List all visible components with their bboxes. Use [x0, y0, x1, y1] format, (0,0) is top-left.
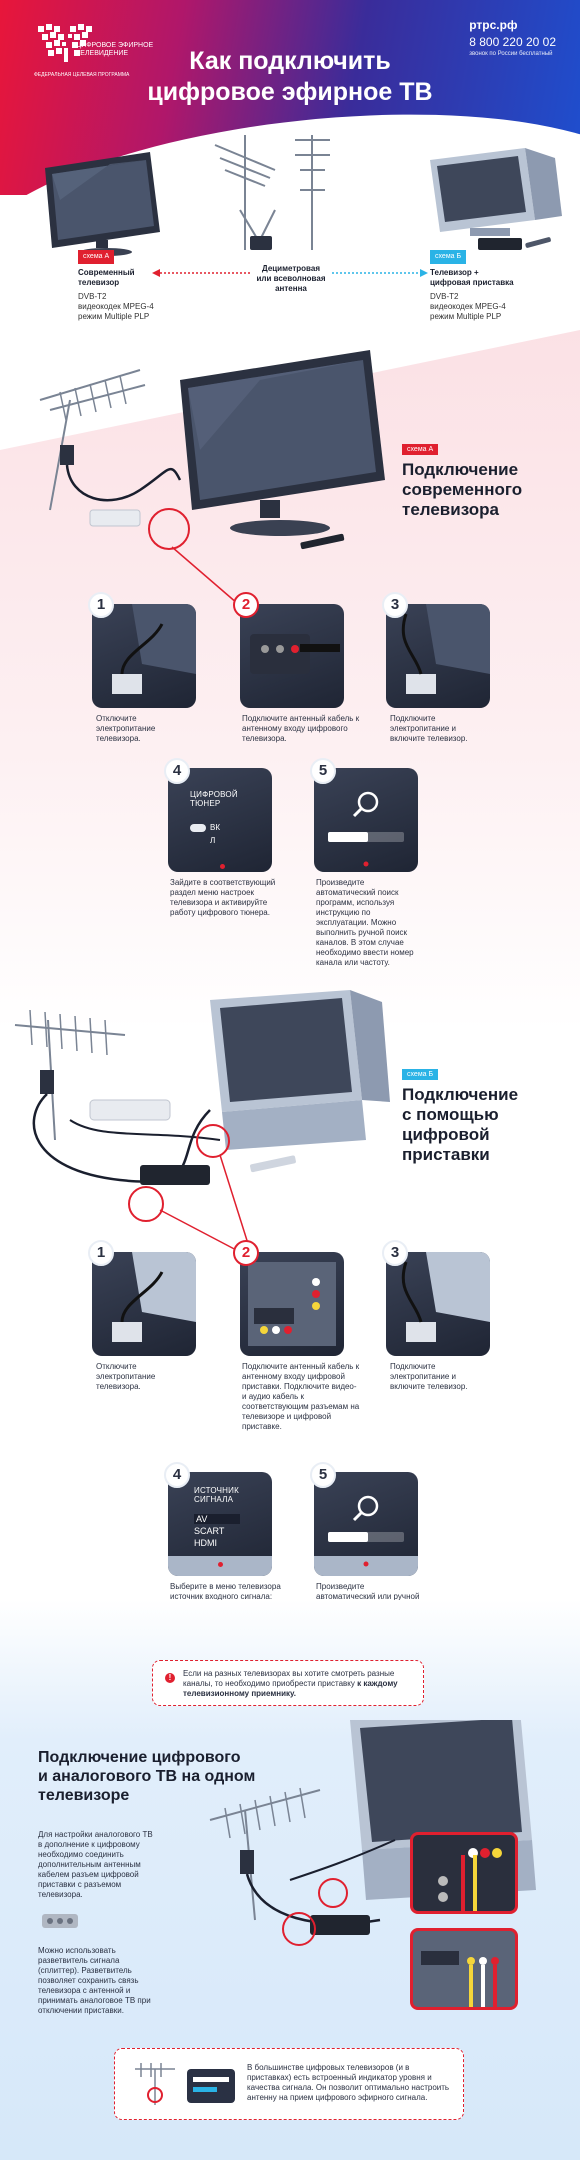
tuner-on-label: ВК	[210, 823, 220, 832]
zoom-line	[171, 546, 246, 611]
highlight-circle-box	[128, 1186, 164, 1222]
step-b1-card	[92, 1252, 196, 1356]
zoom-lines-b	[159, 1154, 251, 1253]
set-top-box	[310, 1915, 370, 1935]
section-c-para1: Для настройки аналогового ТВ в дополнени…	[38, 1830, 153, 1899]
step-b3-card	[386, 1252, 490, 1356]
crt-tv-large	[210, 990, 390, 1150]
tuner-off-label: Л	[210, 836, 216, 845]
power-led	[218, 1562, 223, 1567]
search-icon	[328, 791, 404, 867]
source-option-hdmi[interactable]: HDMI	[194, 1538, 217, 1548]
scheme-b-badge: схема Б	[430, 250, 467, 264]
contact-block: ртрс.рф 8 800 220 20 02 звонок по России…	[469, 18, 556, 57]
step-a4-card: ЦИФРОВОЙ ТЮНЕР ВК Л	[168, 768, 272, 872]
site-link[interactable]: ртрс.рф	[469, 18, 518, 32]
step-a1-card	[92, 604, 196, 708]
search-icon	[314, 1495, 418, 1576]
hotline-phone: 8 800 220 20 02	[469, 35, 556, 49]
remote-control	[250, 1155, 296, 1173]
highlight-circle-c2	[282, 1912, 316, 1946]
dotted-arrow-right	[332, 269, 428, 277]
top-illustration	[45, 135, 562, 256]
step-a5-card	[314, 768, 418, 872]
step-a3-number: 3	[382, 592, 408, 618]
step-b2-card	[240, 1252, 344, 1356]
antenna-icon	[39, 369, 146, 511]
antenna-elements	[59, 375, 127, 421]
unplug-icon	[112, 1252, 196, 1342]
section-c-title: Подключение цифрового и аналогового ТВ н…	[38, 1749, 256, 1804]
logo-subtitle: ФЕДЕРАЛЬНАЯ ЦЕЛЕВАЯ ПРОГРАММА	[34, 72, 130, 78]
step-b4-card: ИСТОЧНИК СИГНАЛА AV SCART HDMI	[168, 1472, 272, 1576]
tuner-toggle[interactable]	[190, 824, 206, 832]
step-a2-number: 2	[233, 592, 259, 618]
step-a3-card	[386, 604, 490, 708]
step-b1-text: Отключите электропитание телевизора.	[96, 1362, 156, 1391]
step-a1-text: Отключите электропитание телевизора.	[96, 714, 156, 743]
step-b3-text: Подключите электропитание и включите тел…	[390, 1362, 468, 1391]
section-c-note: В большинстве цифровых телевизоров (и в …	[114, 2048, 464, 2120]
plug-in-icon	[401, 1252, 490, 1342]
plug-in-icon	[401, 604, 490, 694]
highlight-circle	[148, 508, 190, 550]
modern-tv-large	[180, 350, 385, 536]
step-a2-text: Подключите антенный кабель к антенному в…	[242, 714, 360, 743]
highlight-circle-tv	[196, 1124, 230, 1158]
crt-tv-icon	[430, 148, 562, 250]
step-a1-number: 1	[88, 592, 114, 618]
antenna-icon	[214, 135, 330, 250]
unplug-icon	[112, 604, 196, 694]
power-led	[220, 864, 225, 869]
av-cables-icon	[248, 1262, 336, 1346]
section-a-title: Подключение современного телевизора	[402, 460, 523, 519]
indoor-antenna-base	[250, 236, 272, 250]
set-top-box	[478, 238, 522, 250]
section-b-badge: схема Б	[402, 1069, 439, 1080]
zoom-panel-tv	[410, 1832, 518, 1914]
splitter-icon	[42, 1914, 78, 1928]
butterfly-logo-icon	[38, 24, 92, 62]
step-b1-number: 1	[88, 1240, 114, 1266]
power-strip	[89, 1099, 171, 1121]
step-b2-number: 2	[233, 1240, 259, 1266]
source-option-av[interactable]: AV	[194, 1514, 240, 1524]
section-b-illustration	[14, 990, 390, 1185]
antenna-input-icon	[250, 634, 340, 674]
step-a4-text: Зайдите в соответствующий раздел меню на…	[170, 878, 276, 917]
highlight-circle-c1	[318, 1878, 348, 1908]
warning-icon: !	[165, 1673, 175, 1683]
section-b-title: Подключение с помощью цифровой приставки	[402, 1085, 519, 1164]
page-title: Как подключить цифровое эфирное ТВ	[147, 47, 433, 106]
step-b5-card	[314, 1472, 418, 1576]
step-a4-number: 4	[164, 758, 190, 784]
signal-indicator-icon	[135, 2063, 235, 2105]
source-option-scart[interactable]: SCART	[194, 1526, 225, 1536]
set-top-box	[140, 1165, 210, 1185]
section-a-badge: схема А	[402, 444, 439, 455]
power-outlet	[89, 509, 141, 527]
section-b-note: ! Если на разных телевизорах вы хотите с…	[152, 1660, 424, 1706]
step-a3-text: Подключите электропитание и включите тел…	[390, 714, 468, 743]
compare-right: схема Б Телевизор +цифровая приставка DV…	[430, 250, 550, 322]
compare-center: Дециметровая или всеволновая антенна	[256, 264, 326, 293]
step-b5-number: 5	[310, 1462, 336, 1488]
section-c-para2: Можно использовать разветвитель сигнала …	[38, 1946, 151, 2015]
modern-tv-icon	[45, 152, 160, 256]
hotline-note: звонок по России бесплатный	[469, 51, 553, 57]
section-a-illustration	[39, 350, 385, 550]
scheme-a-badge: схема А	[78, 250, 115, 264]
step-a2-card	[240, 604, 344, 708]
dotted-arrow-left	[152, 269, 250, 277]
zoom-panel-box	[410, 1928, 518, 2010]
step-a5-number: 5	[310, 758, 336, 784]
logo-text: ЦИФРОВОЕ ЭФИРНОЕ ТЕЛЕВИДЕНИЕ	[76, 42, 154, 57]
step-b2-text: Подключите антенный кабель к антенному в…	[242, 1362, 360, 1431]
step-b3-number: 3	[382, 1240, 408, 1266]
section-c-illustration	[209, 1720, 536, 1935]
step-a5-text: Произведите автоматический поиск програм…	[316, 878, 414, 967]
remote-control	[300, 533, 345, 550]
step-b4-number: 4	[164, 1462, 190, 1488]
